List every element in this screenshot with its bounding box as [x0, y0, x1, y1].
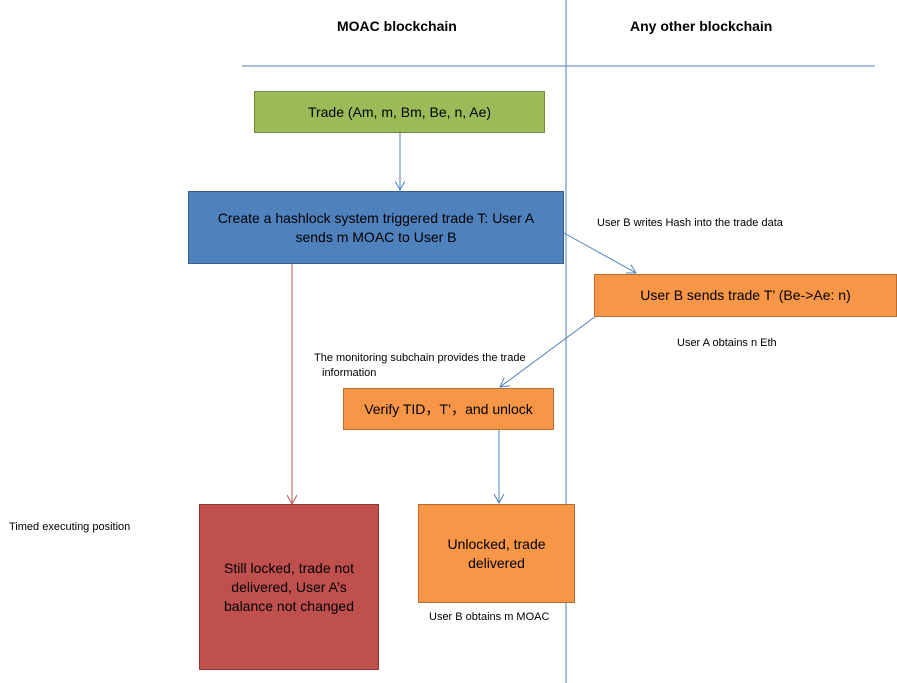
- verify-box: Verify TID，T’，and unlock: [343, 388, 554, 430]
- user-b-sends-box: User B sends trade T’ (Be->Ae: n): [594, 274, 897, 317]
- unlocked-box: Unlocked, trade delivered: [418, 504, 575, 603]
- monitoring-note-line2: information: [322, 367, 377, 379]
- arrow-hashlock-to-user-b-sends: [563, 232, 636, 273]
- arrow-user-b-sends-to-verify: [500, 315, 597, 387]
- lane-header-moac: MOAC blockchain: [337, 18, 457, 34]
- writes-hash-note: User B writes Hash into the trade data: [597, 217, 783, 229]
- trade-box: Trade (Am, m, Bm, Be, n, Ae): [254, 91, 545, 133]
- timed-position-note: Timed executing position: [9, 521, 131, 533]
- obtains-moac-note: User B obtains m MOAC: [429, 611, 550, 623]
- lane-header-other: Any other blockchain: [630, 18, 773, 34]
- hashlock-trade-box: Create a hashlock system triggered trade…: [188, 191, 564, 264]
- monitoring-note-line1: The monitoring subchain provides the tra…: [314, 352, 526, 364]
- still-locked-box: Still locked, trade not delivered, User …: [199, 504, 379, 670]
- obtains-eth-note: User A obtains n Eth: [677, 337, 777, 349]
